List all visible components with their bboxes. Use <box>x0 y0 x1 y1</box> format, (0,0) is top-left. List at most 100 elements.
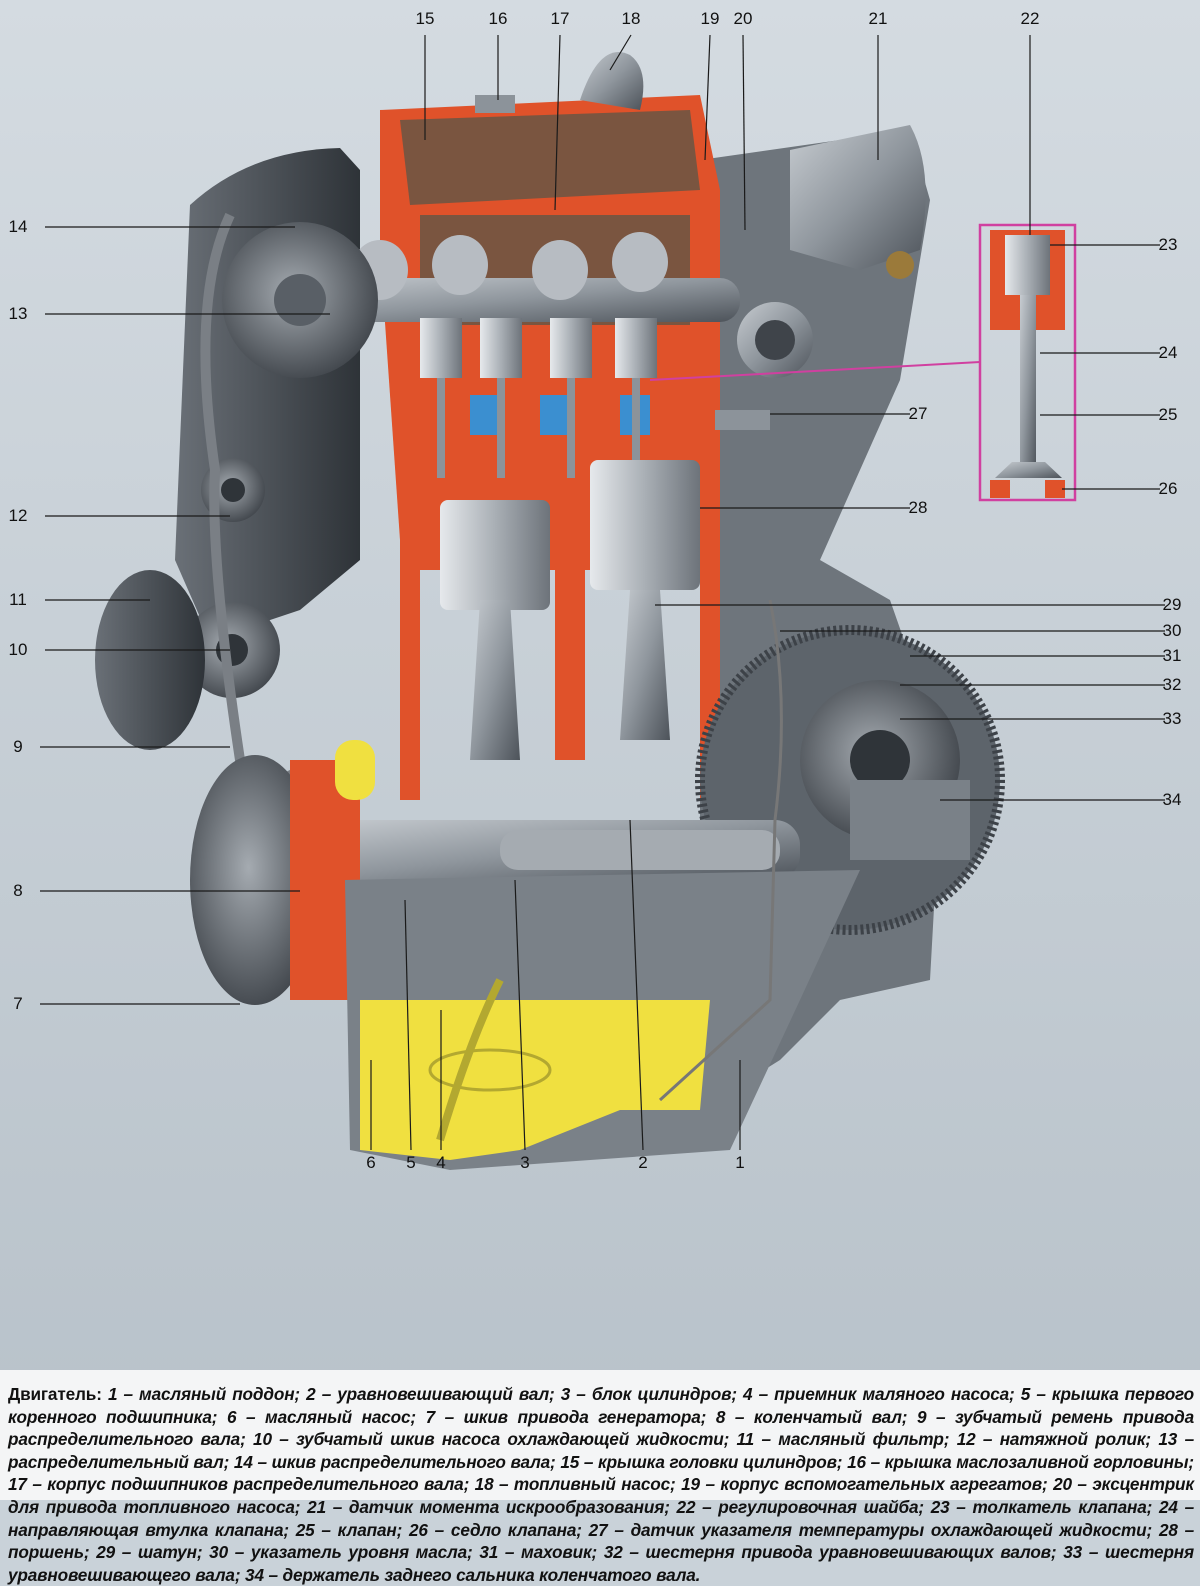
tappet-1 <box>420 318 462 378</box>
callout-27: 27 <box>909 404 928 423</box>
callout-28: 28 <box>909 498 928 517</box>
callout-19: 19 <box>701 9 720 28</box>
leader-line-20 <box>742 34 746 231</box>
head-cover-cavity <box>400 110 700 205</box>
alternator-pulley <box>190 755 320 1005</box>
aux-housing-outlet-bore <box>755 320 795 360</box>
caption-item-10: 10 – зубчатый шкив насоса охлаждающей жи… <box>253 1429 737 1450</box>
tappet-3 <box>550 318 592 378</box>
callout-25: 25 <box>1159 405 1178 424</box>
caption-item-5: 5 – крышка первого коренного подшипника; <box>8 1384 1194 1427</box>
callout-33: 33 <box>1163 709 1182 728</box>
temp-sensor <box>715 410 770 430</box>
caption-item-26: 26 – седло клапана; <box>409 1519 589 1540</box>
valve-detail-inset <box>649 223 1077 502</box>
tappet-4 <box>615 318 657 378</box>
callout-7: 7 <box>13 994 22 1013</box>
tappet-2 <box>480 318 522 378</box>
fuel-pump <box>580 52 644 110</box>
callout-6: 6 <box>366 1153 375 1172</box>
leader-line-19 <box>704 34 711 161</box>
callout-9: 9 <box>13 737 22 756</box>
callout-8: 8 <box>13 881 22 900</box>
caption-item-15: 15 – крышка головки цилиндров; <box>560 1451 848 1472</box>
caption-item-30: 30 – указатель уровня масла; <box>209 1542 480 1563</box>
callout-32: 32 <box>1163 675 1182 694</box>
valve-stem-2 <box>497 378 505 478</box>
rear-seal-holder <box>850 780 970 860</box>
caption-item-3: 3 – блок цилиндров; <box>560 1384 744 1404</box>
valve-stem-3 <box>567 378 575 478</box>
inset-pointer <box>649 361 981 381</box>
caption-item-17: 17 – корпус подшипников распределительно… <box>8 1474 475 1495</box>
leader-line-2 <box>629 819 644 1151</box>
callout-15: 15 <box>416 9 435 28</box>
front-cover-section <box>290 760 360 1000</box>
callout-34: 34 <box>1163 790 1182 809</box>
callout-23: 23 <box>1159 235 1178 254</box>
ignition-sensor-housing <box>790 125 926 270</box>
caption-item-6: 6 – масляный насос; <box>226 1406 426 1427</box>
callout-18: 18 <box>622 9 641 28</box>
caption-item-18: 18 – топливный насос; <box>474 1474 682 1495</box>
caption-item-14: 14 – шкив распределительного вала; <box>233 1451 561 1472</box>
callout-16: 16 <box>489 9 508 28</box>
valve-stem-4 <box>632 378 640 478</box>
piston-2 <box>590 460 700 590</box>
callout-22: 22 <box>1021 9 1040 28</box>
oil-pickup-screen <box>428 1048 552 1092</box>
cam-pulley-hub <box>274 274 326 326</box>
caption-item-4: 4 – приемник маляного насоса; <box>743 1384 1021 1404</box>
callout-10: 10 <box>9 640 28 659</box>
oil-filler-cap <box>475 95 515 113</box>
cylinder-divider <box>555 560 585 760</box>
balance-shaft <box>500 830 780 870</box>
callout-21: 21 <box>869 9 888 28</box>
caption-item-8: 8 – коленчатый вал; <box>715 1406 917 1427</box>
callout-4: 4 <box>436 1153 445 1172</box>
caption-item-27: 27 – датчик указателя температуры охлажд… <box>588 1519 1159 1540</box>
cam-lobe-3 <box>532 240 588 300</box>
inset-valve-stem <box>1020 295 1036 475</box>
callout-26: 26 <box>1159 479 1178 498</box>
piston-1 <box>440 500 550 610</box>
coolant-passage-b <box>540 395 570 435</box>
inset-valve-head <box>995 462 1062 478</box>
caption-item-34: 34 – держатель заднего сальника коленчат… <box>245 1564 701 1585</box>
engine-illustration <box>95 52 1005 1170</box>
callout-3: 3 <box>520 1153 529 1172</box>
caption-item-13: 13 – распределительный вал; <box>8 1429 1194 1472</box>
leader-line-18 <box>609 34 632 71</box>
caption-item-25: 25 – клапан; <box>295 1519 410 1540</box>
engine-cutaway-diagram: 1234567891011121314151617181920212223242… <box>0 0 1200 1500</box>
caption-lead: Двигатель: <box>8 1384 108 1404</box>
caption-item-12: 12 – натяжной ролик; <box>956 1429 1159 1450</box>
oil-filter <box>95 570 205 750</box>
caption-item-19: 19 – корпус вспомогательных агрегатов; <box>681 1474 1054 1495</box>
flywheel-ring-gear <box>695 625 1005 935</box>
caption-item-29: 29 – шатун; <box>96 1542 210 1563</box>
caption-item-31: 31 – маховик; <box>479 1542 604 1563</box>
caption-item-1: 1 – масляный поддон; <box>107 1384 307 1404</box>
cam-lobe-2 <box>432 235 488 295</box>
callout-5: 5 <box>406 1153 415 1172</box>
inset-seat-right <box>1045 480 1065 498</box>
caption-background <box>0 1370 1200 1500</box>
callout-11: 11 <box>9 590 27 609</box>
caption-item-11: 11 – масляный фильтр; <box>736 1429 957 1450</box>
caption-item-32: 32 – шестерня привода уравновешивающих в… <box>603 1542 1064 1563</box>
leader-line-3 <box>514 879 526 1151</box>
coolant-passage-a <box>470 395 500 435</box>
caption-item-7: 7 – шкив привода генератора; <box>425 1406 716 1427</box>
callout-1: 1 <box>735 1153 744 1172</box>
callout-24: 24 <box>1159 343 1178 362</box>
ignition-sensor-plug <box>886 251 914 279</box>
oil-dipstick <box>658 599 783 1102</box>
leader-line-5 <box>404 899 412 1151</box>
oil-window <box>335 740 375 800</box>
connecting-rod-1 <box>470 600 520 760</box>
callout-13: 13 <box>9 304 28 323</box>
caption-item-9: 9 – зубчатый ремень привода распределите… <box>8 1406 1195 1450</box>
callout-30: 30 <box>1163 621 1182 640</box>
